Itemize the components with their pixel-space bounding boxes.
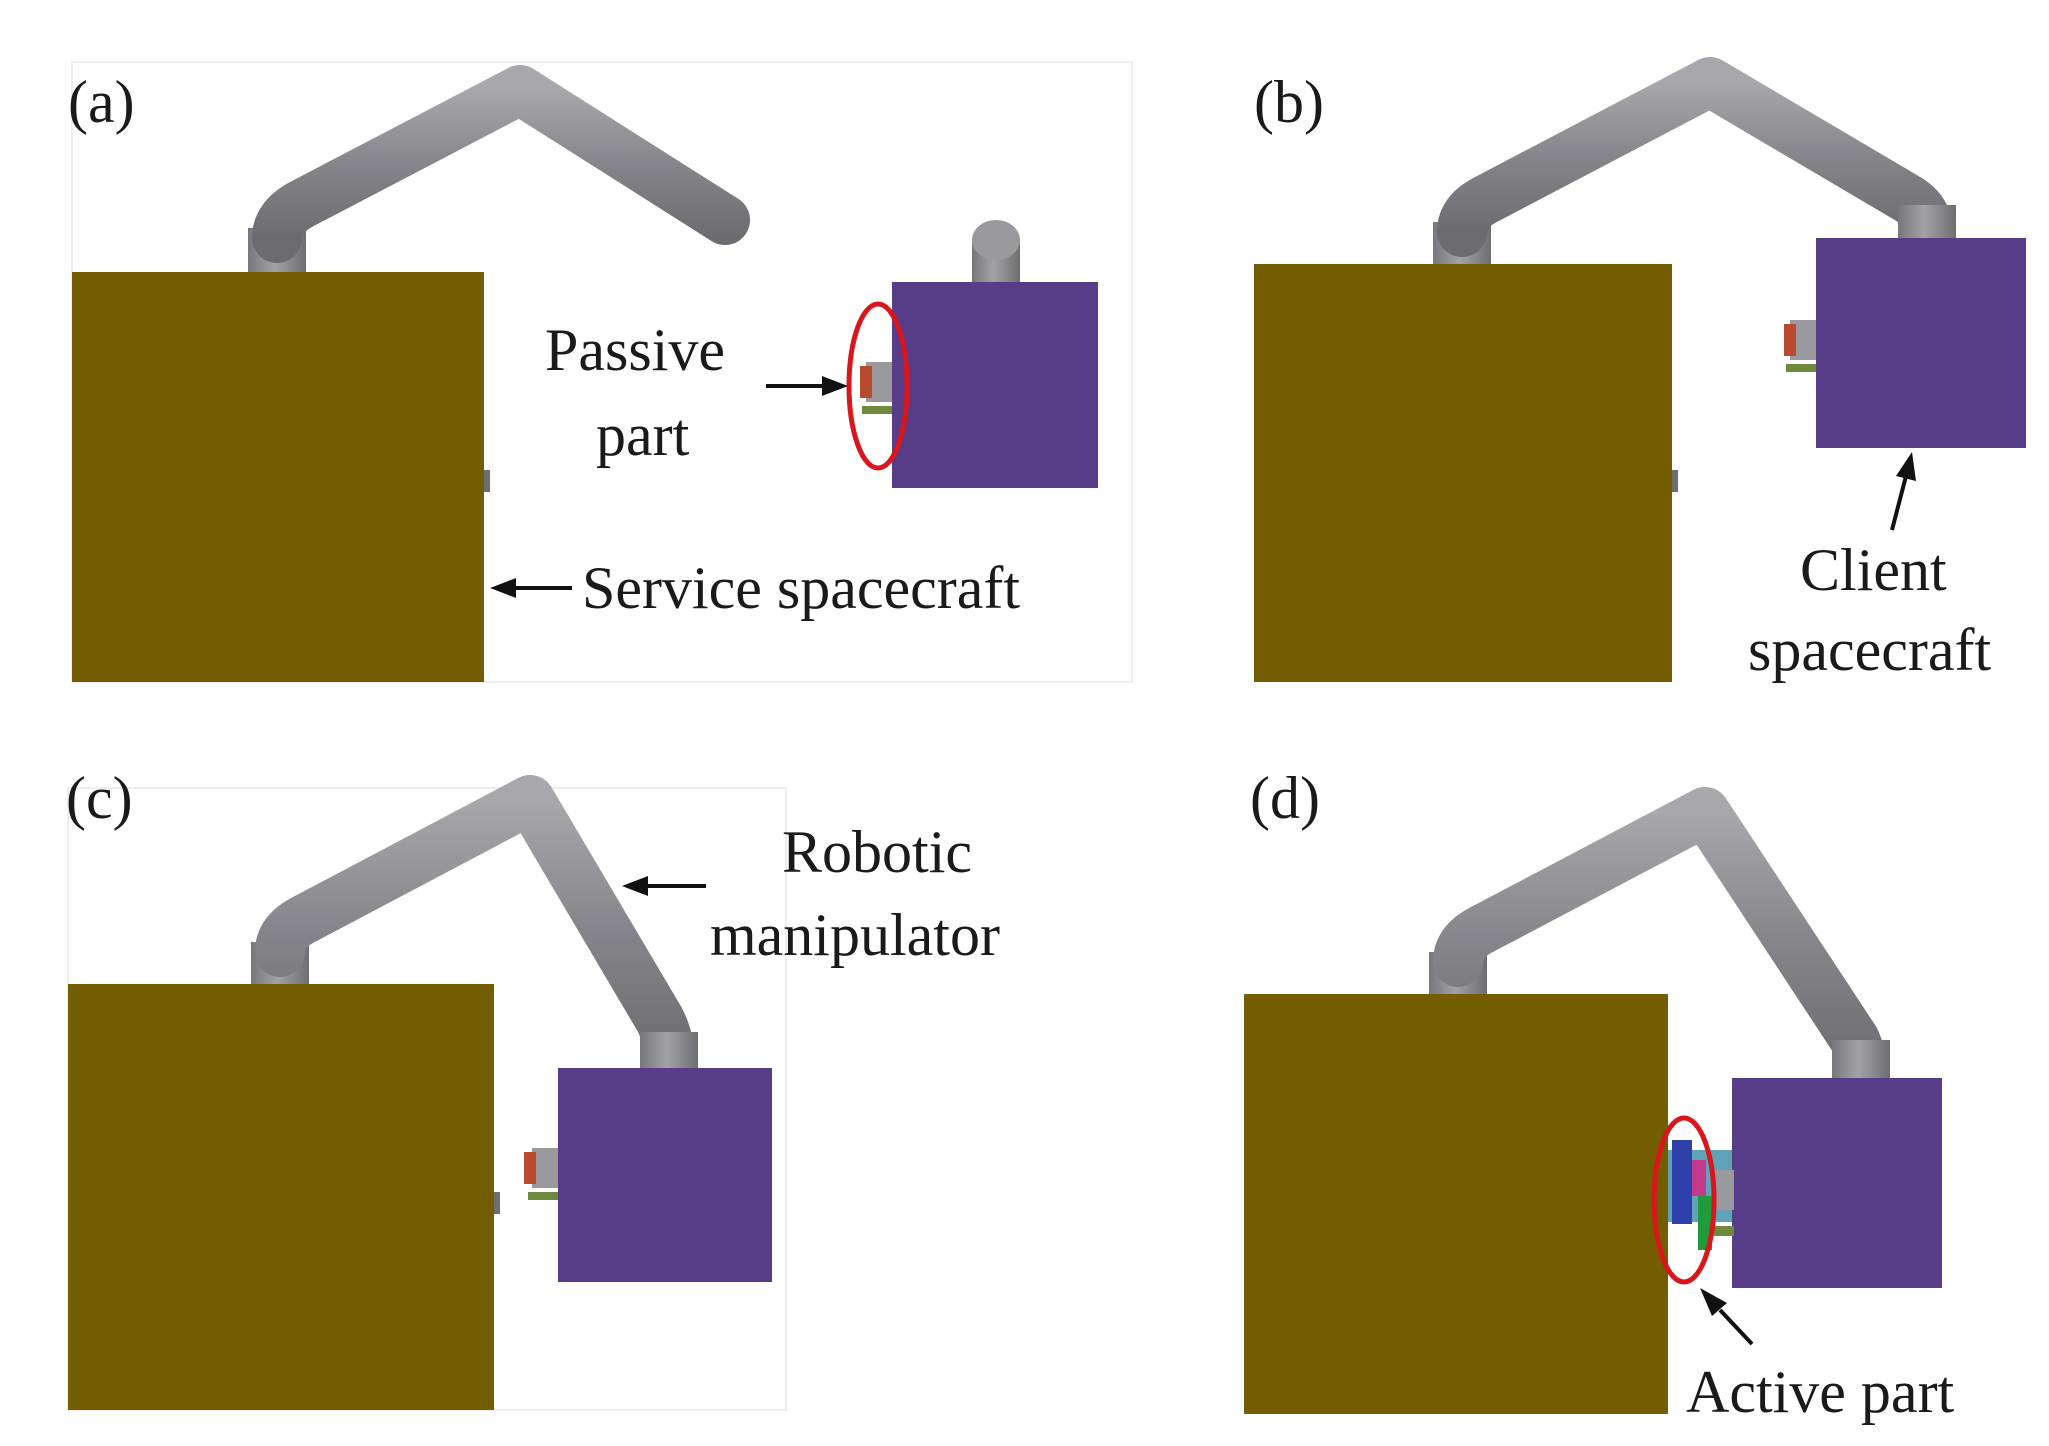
panel-d-label: (d): [1250, 765, 1320, 831]
passive-part-body: [1712, 1170, 1734, 1210]
robotic-manipulator-d: [1429, 787, 1890, 1095]
docking-port-stub: [1672, 470, 1678, 492]
panel-c-label: (c): [66, 765, 133, 831]
manipulator-arm: [252, 65, 750, 263]
passive-part-latch: [528, 1192, 558, 1200]
client-spacecraft-label-line2: spacecraft: [1748, 617, 1991, 683]
passive-part-highlight: [846, 301, 910, 471]
manipulator-end-effector: [640, 1032, 698, 1072]
active-part-arrow-line: [1718, 1308, 1754, 1346]
manipulator-end-effector: [1832, 1040, 1890, 1080]
passive-part-latch: [862, 406, 892, 414]
service-spacecraft-d: [1244, 994, 1668, 1414]
manipulator-arm: [1437, 57, 1953, 257]
active-part-arrowhead: [1700, 1288, 1727, 1316]
robotic-manipulator-label-line2: manipulator: [710, 902, 1000, 968]
panel-c: (c) Robotic manipulator: [66, 765, 1000, 1411]
client-body: [558, 1068, 772, 1282]
robotic-manipulator-c: [251, 775, 698, 1085]
robotic-manipulator-b: [1433, 57, 1956, 266]
panel-a: (a) Passive part Service spacecraft: [68, 61, 1133, 683]
service-spacecraft-arrowhead: [490, 578, 516, 598]
client-spacecraft-b: [1784, 238, 2026, 448]
client-spacecraft-a: [860, 220, 1098, 488]
client-spacecraft-arrowhead: [1896, 452, 1916, 481]
service-spacecraft-a: [72, 272, 484, 682]
passive-part-arrowhead: [822, 376, 848, 396]
docking-port-stub: [484, 470, 490, 492]
robotic-manipulator-a: [248, 65, 750, 272]
client-spacecraft-d: [1732, 1078, 1942, 1288]
panel-a-label: (a): [68, 69, 135, 135]
passive-part-flange: [1784, 324, 1796, 356]
service-spacecraft-c: [68, 984, 494, 1410]
passive-part-flange: [524, 1152, 536, 1184]
docking-port-stub: [494, 1192, 500, 1214]
active-part-label: Active part: [1686, 1359, 1955, 1425]
active-part-blue-ring: [1672, 1140, 1692, 1224]
service-spacecraft-label: Service spacecraft: [582, 555, 1020, 621]
passive-part-label-line2: part: [596, 402, 690, 468]
passive-part-body: [532, 1148, 558, 1188]
passive-part-latch: [1714, 1226, 1734, 1236]
manipulator-end-effector: [1898, 205, 1956, 243]
active-part-mechanism: [1668, 1140, 1734, 1250]
client-body: [892, 282, 1098, 488]
grapple-fixture-top: [972, 220, 1020, 260]
client-spacecraft-c: [524, 1068, 772, 1282]
robotic-manipulator-label-line1: Robotic: [782, 819, 972, 885]
client-spacecraft-arrow-line: [1890, 475, 1908, 531]
panel-b: (b) Client spacecraft: [1254, 57, 2026, 683]
passive-part-label-line1: Passive: [545, 317, 725, 383]
client-body: [1816, 238, 2026, 448]
active-part-magenta-block: [1692, 1160, 1706, 1196]
panel-b-label: (b): [1254, 69, 1324, 135]
passive-part-flange: [860, 366, 872, 398]
panel-d: (d) Active part: [1244, 765, 1955, 1425]
service-spacecraft-b: [1254, 264, 1672, 682]
client-body: [1732, 1078, 1942, 1288]
active-part-highlight: [1651, 1115, 1717, 1285]
client-spacecraft-label-line1: Client: [1800, 537, 1947, 603]
robotic-manipulator-arrowhead: [622, 876, 648, 896]
passive-part-latch: [1786, 364, 1816, 372]
